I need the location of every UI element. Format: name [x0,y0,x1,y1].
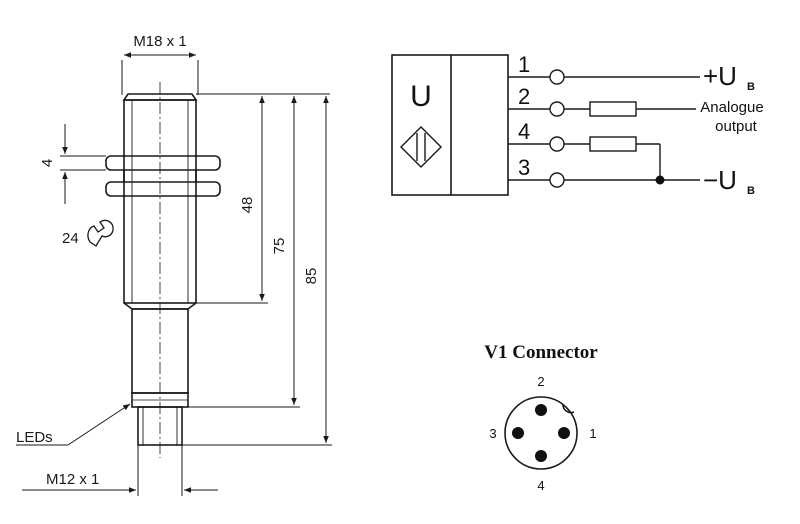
minus-supply-label: −U [703,165,737,195]
block-label: U [410,80,432,113]
output-label-line1: Analogue [700,99,763,116]
sensor-symbol-icon [400,126,442,168]
junction-dot [655,175,665,185]
pin2-resistor [589,101,637,117]
plus-supply-sub: B [747,81,755,93]
nut-thickness-label: 4 [39,159,56,167]
pin4-resistor [589,136,637,152]
connector-title: V1 Connector [484,342,598,363]
length-85-label: 85 [303,268,320,285]
connector-key-notch [562,404,575,414]
length-75-label: 75 [271,238,288,255]
pin2-number: 2 [518,84,530,109]
leds-label: LEDs [16,429,53,446]
nut-lower [105,181,221,197]
pin3-terminal [549,172,565,188]
leds-leader [67,403,131,446]
length-48-label: 48 [239,197,256,214]
connector-pin-4 [535,450,547,462]
nut-upper [105,155,221,171]
pin4-number: 4 [518,119,530,144]
connector-pin-top-label: 2 [537,374,544,389]
connector-pin-bottom-label: 4 [537,478,544,493]
pin2-terminal [549,101,565,117]
connector-pin-2 [535,404,547,416]
connector-pin-left-label: 3 [489,426,496,441]
thread-bottom-label: M12 x 1 [46,471,99,488]
connector-pin-1 [558,427,570,439]
wrench-icon [87,219,114,247]
thread-top-label: M18 x 1 [133,33,186,50]
sensor-block [391,54,509,196]
connector-face [504,396,578,470]
output-label-line2: output [715,118,758,135]
v1-connector: V1 Connector 2 3 1 4 [484,342,598,493]
minus-supply-sub: B [747,185,755,197]
pin3-number: 3 [518,155,530,180]
connector-pin-3 [512,427,524,439]
connector-pin-right-label: 1 [589,426,596,441]
plus-supply-label: +U [703,61,737,91]
pin1-terminal [549,69,565,85]
wrench-size-label: 24 [62,230,79,247]
pin4-terminal [549,136,565,152]
pin1-number: 1 [518,52,530,77]
sensor-body-drawing: M18 x 1 4 24 [16,33,332,496]
wiring-diagram: U 1 +U B 2 Analogue output 4 3 [391,52,764,197]
